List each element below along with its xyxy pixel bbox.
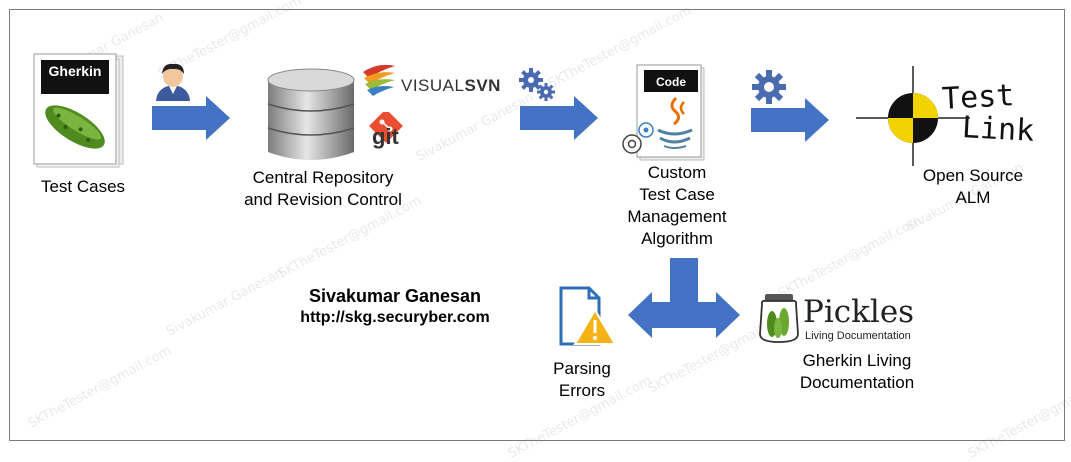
git-logo-icon [368,109,410,156]
author-name: Sivakumar Ganesan [308,286,482,306]
pickles-logo-subtitle: Living Documentation [805,330,911,342]
flow-arrow [520,96,598,140]
split-arrow [628,258,740,338]
author-url[interactable]: http://skg.securyber.com [300,309,490,326]
git-text: git [372,124,399,149]
code-card-title: Code [656,75,686,89]
gears-icon [519,68,557,102]
visualsvn-text: VISUALSVN [401,76,501,95]
test-cases-label: Test Cases [40,177,126,196]
flow-arrow [751,98,829,142]
pickle-jar-icon [757,294,801,344]
gear-icon [752,70,786,104]
user-icon [154,61,192,101]
flow-arrow [152,96,230,140]
code-card-icon [618,64,706,162]
testlink-logo-text: Link [961,110,1036,149]
gherkin-card-title: Gherkin [48,63,102,79]
testlink-logo-icon [856,66,1036,166]
pickles-logo-title: Pickles [803,294,915,330]
visualsvn-logo-icon [361,62,397,96]
database-icon [266,68,356,164]
error-document-icon [555,286,617,348]
gherkin-card-icon [33,52,129,170]
